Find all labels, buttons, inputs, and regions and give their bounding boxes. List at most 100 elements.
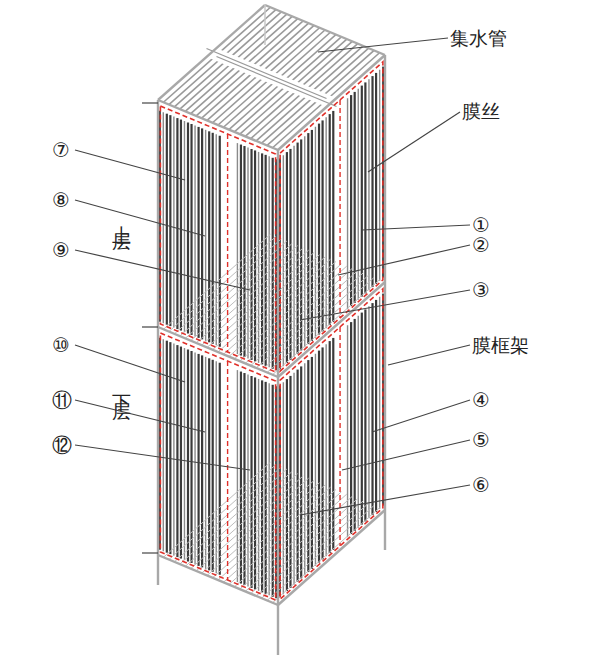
frame-bar — [278, 55, 385, 150]
membrane-fiber — [187, 123, 189, 334]
leader-line — [300, 485, 470, 515]
membrane-fiber — [307, 360, 309, 572]
grille-bar — [273, 280, 380, 375]
membrane-fiber — [272, 158, 274, 369]
callout-number: ⑫ — [52, 434, 72, 456]
grille-bar — [191, 246, 298, 341]
membrane-fiber — [361, 86, 363, 297]
grille-bar — [218, 257, 325, 352]
part-label: 下层 — [112, 380, 134, 396]
membrane-fiber — [300, 366, 302, 578]
membrane-fiber — [163, 339, 164, 551]
leader-line — [300, 290, 470, 320]
membrane-fiber — [297, 143, 299, 354]
membrane-frame-divider — [227, 361, 228, 580]
membrane-fiber — [315, 127, 316, 338]
grille-bar — [234, 264, 341, 359]
membrane-fiber — [243, 373, 245, 585]
part-label: 上层 — [112, 210, 134, 226]
callout-number: ⑪ — [52, 389, 72, 411]
membrane-fiber — [261, 153, 263, 364]
membrane-frame-outline — [280, 62, 383, 371]
membrane-fiber — [201, 128, 203, 339]
leader-line — [338, 245, 470, 275]
membrane-fiber — [321, 120, 323, 331]
part-label: 膜框架 — [472, 334, 529, 356]
grille-bar — [213, 255, 320, 350]
grille-bar — [180, 241, 287, 336]
membrane-fiber — [375, 300, 377, 512]
membrane-fiber — [347, 325, 348, 537]
membrane-fiber — [216, 361, 217, 573]
membrane-fiber — [283, 155, 284, 366]
callout-number: ① — [472, 214, 490, 236]
callout-number: ⑧ — [52, 189, 70, 211]
part-label: 集水管 — [450, 27, 507, 49]
tick-line — [142, 326, 158, 327]
callout-number: ③ — [472, 279, 490, 301]
grille-bar — [256, 501, 363, 596]
grille-bar — [196, 476, 303, 571]
membrane-fiber — [184, 121, 185, 332]
membrane-fiber — [304, 363, 305, 575]
grille-bar — [163, 462, 270, 557]
membrane-fiber — [375, 73, 377, 284]
grille-bar — [234, 492, 341, 587]
membrane-fiber — [364, 309, 366, 521]
membrane-fiber — [237, 370, 238, 582]
grille-group — [163, 7, 379, 602]
leader-lines — [75, 38, 470, 553]
membrane-fiber — [286, 152, 288, 363]
callout-number: ⑦ — [52, 139, 70, 161]
leader-line — [342, 440, 470, 470]
leader-line — [75, 250, 250, 290]
callout-number: ② — [472, 234, 490, 256]
callout-number: ④ — [472, 389, 490, 411]
membrane-fiber — [283, 382, 284, 594]
leader-line — [368, 112, 460, 172]
membrane-fiber — [169, 342, 171, 554]
frame-bar — [158, 327, 278, 377]
membrane-fiber — [289, 149, 291, 360]
membrane-fiber — [332, 111, 334, 322]
membrane-fiber — [300, 139, 302, 350]
membrane-fiber — [169, 115, 171, 326]
membrane-fiber — [297, 370, 299, 582]
membrane-fiber — [180, 120, 182, 331]
grille-bar — [218, 485, 325, 580]
leader-line — [388, 345, 470, 365]
membrane-fiber — [304, 136, 305, 347]
membrane-fiber — [318, 351, 320, 563]
frame-bar — [158, 555, 278, 605]
membrane-fiber — [201, 355, 203, 567]
frame-bar — [158, 100, 278, 150]
membrane-fiber — [173, 117, 174, 328]
grille-bar — [185, 471, 292, 566]
membrane-fiber — [368, 79, 369, 290]
membrane-fiber — [364, 82, 366, 293]
leader-line — [75, 150, 185, 180]
collector-pipe — [212, 53, 332, 103]
membrane-fiber — [325, 344, 326, 556]
membrane-fiber — [371, 76, 373, 287]
frame-group — [158, 5, 385, 655]
grille-bar — [240, 266, 347, 361]
grille-bar — [273, 508, 380, 603]
membrane-fiber — [315, 354, 316, 566]
membrane-frame-outline — [160, 333, 275, 600]
frame-bar — [264, 5, 266, 45]
grille-bar — [240, 494, 347, 589]
leader-line — [75, 400, 205, 432]
membrane-fiber — [205, 130, 206, 341]
grille-bar — [245, 268, 352, 363]
grille-bar — [267, 277, 374, 372]
leader-line — [362, 225, 470, 230]
membrane-fiber — [247, 375, 248, 587]
collector-pipe-edge — [207, 49, 327, 99]
membrane-fiber — [325, 117, 326, 328]
membrane-fiber — [368, 306, 369, 518]
membrane-fiber — [311, 130, 313, 341]
membrane-fiber — [361, 313, 363, 525]
leader-line — [75, 200, 205, 236]
callout-number: ⑩ — [52, 334, 70, 356]
